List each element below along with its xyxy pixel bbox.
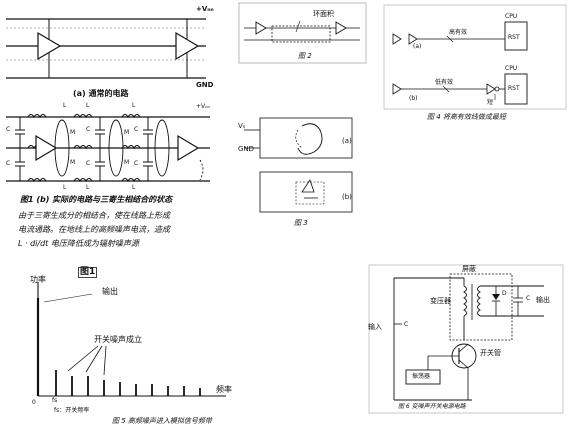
fig2-caption: 图 2 <box>298 52 312 60</box>
fig3-label-b: (b) <box>342 193 352 201</box>
fig6-cin-label: C <box>404 321 409 328</box>
fig1-l-label-5: L <box>86 184 90 191</box>
fig1-c-label-2: C <box>86 126 91 133</box>
fig1-c-label-3: C <box>134 126 139 133</box>
page-label: 图1 <box>78 267 98 278</box>
fig3-gnd-label: GND <box>238 145 255 153</box>
figure-5-drawing <box>36 282 226 397</box>
figure-6-drawing <box>368 264 564 414</box>
fig6-transformer-label: 变压器 <box>430 297 451 305</box>
fig1-c-label-6: C <box>134 160 139 167</box>
fig6-oscillator-label: 振荡器 <box>412 373 431 380</box>
fig1-l-label-6: L <box>132 184 136 191</box>
figure-2: 环面积 图 2 <box>238 2 368 66</box>
fig1-c-label-1: C <box>6 126 11 133</box>
fig6-cout-label: C <box>526 295 531 302</box>
fig3-vs-label: Vₛ <box>238 122 246 130</box>
fig1-desc-line-1: 由于三寄生成分的相结合，使在线路上形成 <box>18 211 170 220</box>
fig3-label-a: (a) <box>342 137 352 145</box>
fig4-short: 短 <box>487 99 494 106</box>
fig1-desc-line-2: 电流通路。在地线上的高频噪声电流，造成 <box>18 225 170 234</box>
fig3-caption: 图 3 <box>294 219 308 227</box>
fig1-m-label-4: M <box>124 159 130 166</box>
fig1-l-label-3: L <box>132 102 136 109</box>
fig1-caption-a: (a) 通常的电路 <box>73 89 129 98</box>
fig5-output-label: 输出 <box>102 287 118 296</box>
fig1-c-label-5: C <box>86 160 91 167</box>
figure-3-drawing <box>244 117 353 213</box>
fig1-m-label-3: M <box>70 159 76 166</box>
fig5-x-label: 频率 <box>216 385 232 394</box>
fig5-origin: 0 <box>32 399 36 406</box>
figure-1-drawing <box>6 18 210 182</box>
fig1-l-label-4: L <box>63 184 67 191</box>
fig6-shield-label: 屏蔽 <box>462 265 476 273</box>
figure-1: +Vₙₙ GND (a) 通常的电路 L L L +Vₙₙ C C C M M … <box>0 0 230 262</box>
figure-4: CPU RST 高有效 (a) CPU RST 低有效 (b) 短 图 4 将高… <box>383 4 567 124</box>
fig1-desc-line-3: L · di/dt 电压降低成为辐射噪声源 <box>18 239 139 248</box>
fig5-fs-note: fs：开关频率 <box>54 407 90 414</box>
fig1-m-label-1: M <box>70 129 76 136</box>
fig6-caption: 图 6 变噪声开关电源电路 <box>398 403 466 410</box>
figure-5: 功率 输出 开关噪声成立 频率 0 fs fs：开关频率 图 5 高频噪声进入模… <box>20 274 260 434</box>
fig1-caption-b: 图1 (b) 实际的电路与三寄生相结合的状态 <box>20 195 173 204</box>
fig6-switch-label: 开关管 <box>480 349 501 357</box>
fig1-gnd-label: GND <box>196 81 214 89</box>
fig4-cpu-top: CPU <box>505 13 518 20</box>
fig5-caption: 图 5 高频噪声进入模拟信号频带 <box>112 417 212 425</box>
fig4-cpu-bottom: CPU <box>505 65 518 72</box>
figure-3: Vₛ GND (a) (b) 图 3 <box>238 102 368 230</box>
fig5-noise-label: 开关噪声成立 <box>94 335 142 344</box>
fig6-diode-label: D <box>502 290 507 297</box>
fig6-input-label: 输入 <box>368 323 382 331</box>
fig1-vcc-label-b: +Vₙₙ <box>196 103 210 110</box>
fig5-y-label: 功率 <box>30 275 46 284</box>
figure-6: 屏蔽 变压器 D C 输出 输入 C 开关管 振荡器 图 6 变噪声开关电源电路 <box>368 264 566 434</box>
fig4-rst-bottom: RST <box>508 85 520 92</box>
fig4-high-active: 高有效 <box>449 29 468 36</box>
fig4-rst-top: RST <box>508 34 520 41</box>
fig1-c-label-4: C <box>6 160 11 167</box>
fig4-caption: 图 4 将高有效线做成最短 <box>427 113 506 121</box>
fig1-l-label-2: L <box>86 102 90 109</box>
fig2-annotation: 环面积 <box>313 10 334 18</box>
fig1-m-label-2: M <box>124 129 130 136</box>
fig4-label-a: (a) <box>413 43 422 50</box>
figure-2-drawing <box>238 2 367 64</box>
fig5-fs-tick: fs <box>52 397 58 404</box>
fig4-label-b: (b) <box>409 95 418 102</box>
fig4-low-active: 低有效 <box>435 79 454 86</box>
fig1-l-label-1: L <box>63 102 67 109</box>
fig6-output-label: 输出 <box>536 296 550 304</box>
fig1-vcc-label: +Vₙₙ <box>196 5 214 13</box>
figure-4-drawing <box>383 4 567 110</box>
